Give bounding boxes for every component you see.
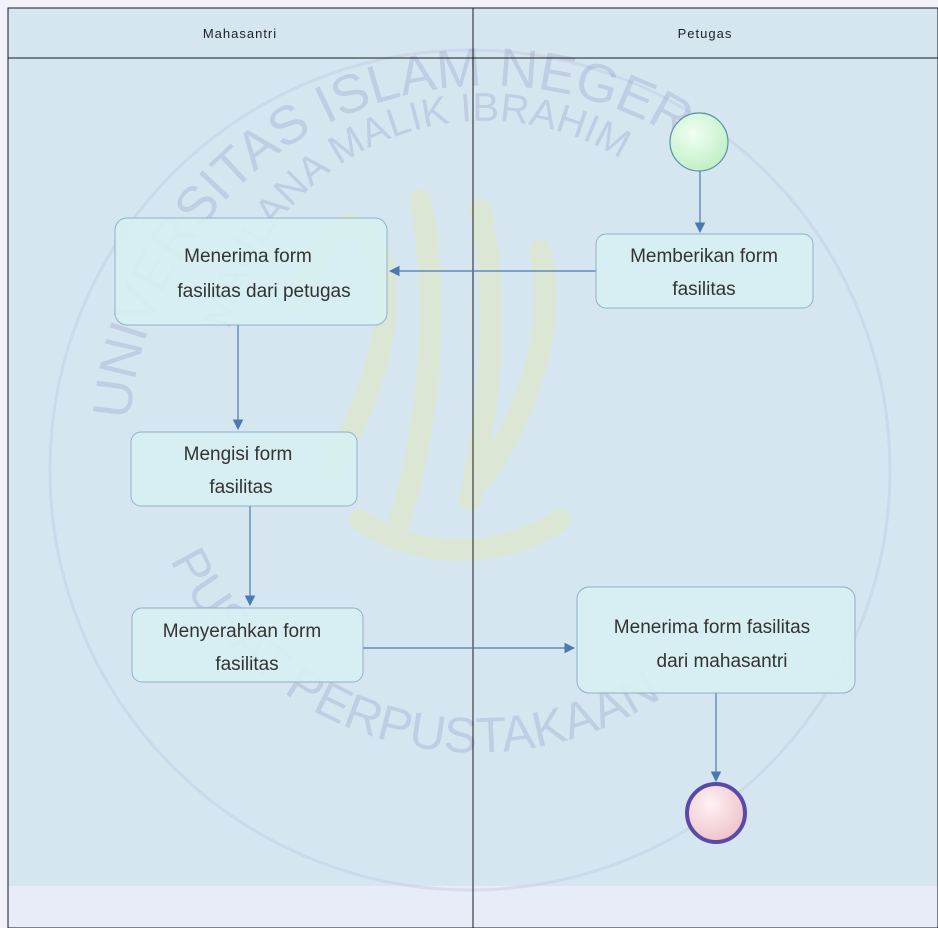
activity-label-line: dari mahasantri [657,651,788,672]
transitions [232,171,722,783]
activity-label-line: Memberikan form [630,246,778,267]
activity-box[interactable] [114,217,388,326]
lane-title-petugas: Petugas [678,26,733,41]
activity-box[interactable] [131,607,364,683]
activity-menyerahkan-form-fasilitas[interactable]: Menyerahkan form fasilitas [131,607,364,683]
activity-label-line: Menerima form [184,246,312,267]
activity-mengisi-form-fasilitas[interactable]: Mengisi form fasilitas [130,431,358,507]
activity-memberikan-form-fasilitas[interactable]: Memberikan form fasilitas [595,233,814,309]
activity-box[interactable] [576,586,856,694]
activity-menerima-form-dari-petugas[interactable]: Menerima form fasilitas dari petugas [114,217,388,326]
lane-title-mahasantri: Mahasantri [203,26,277,41]
activity-label-line: Mengisi form [184,444,293,465]
activity-menerima-form-dari-mahasantri[interactable]: Menerima form fasilitas dari mahasantri [576,586,856,694]
watermark-ring [48,48,892,892]
activity-label-line: fasilitas [215,654,278,675]
activity-box[interactable] [130,431,358,507]
activity-label-line: fasilitas [209,477,272,498]
activity-box[interactable] [595,233,814,309]
activity-label-line: fasilitas [672,279,735,300]
end-node[interactable] [685,782,747,844]
activity-label-line: Menerima form fasilitas [614,617,810,638]
end-node-ring[interactable] [685,782,747,844]
start-node[interactable] [669,112,729,172]
activity-label-line: Menyerahkan form [163,621,321,642]
activity-label-line: fasilitas dari petugas [177,281,350,302]
